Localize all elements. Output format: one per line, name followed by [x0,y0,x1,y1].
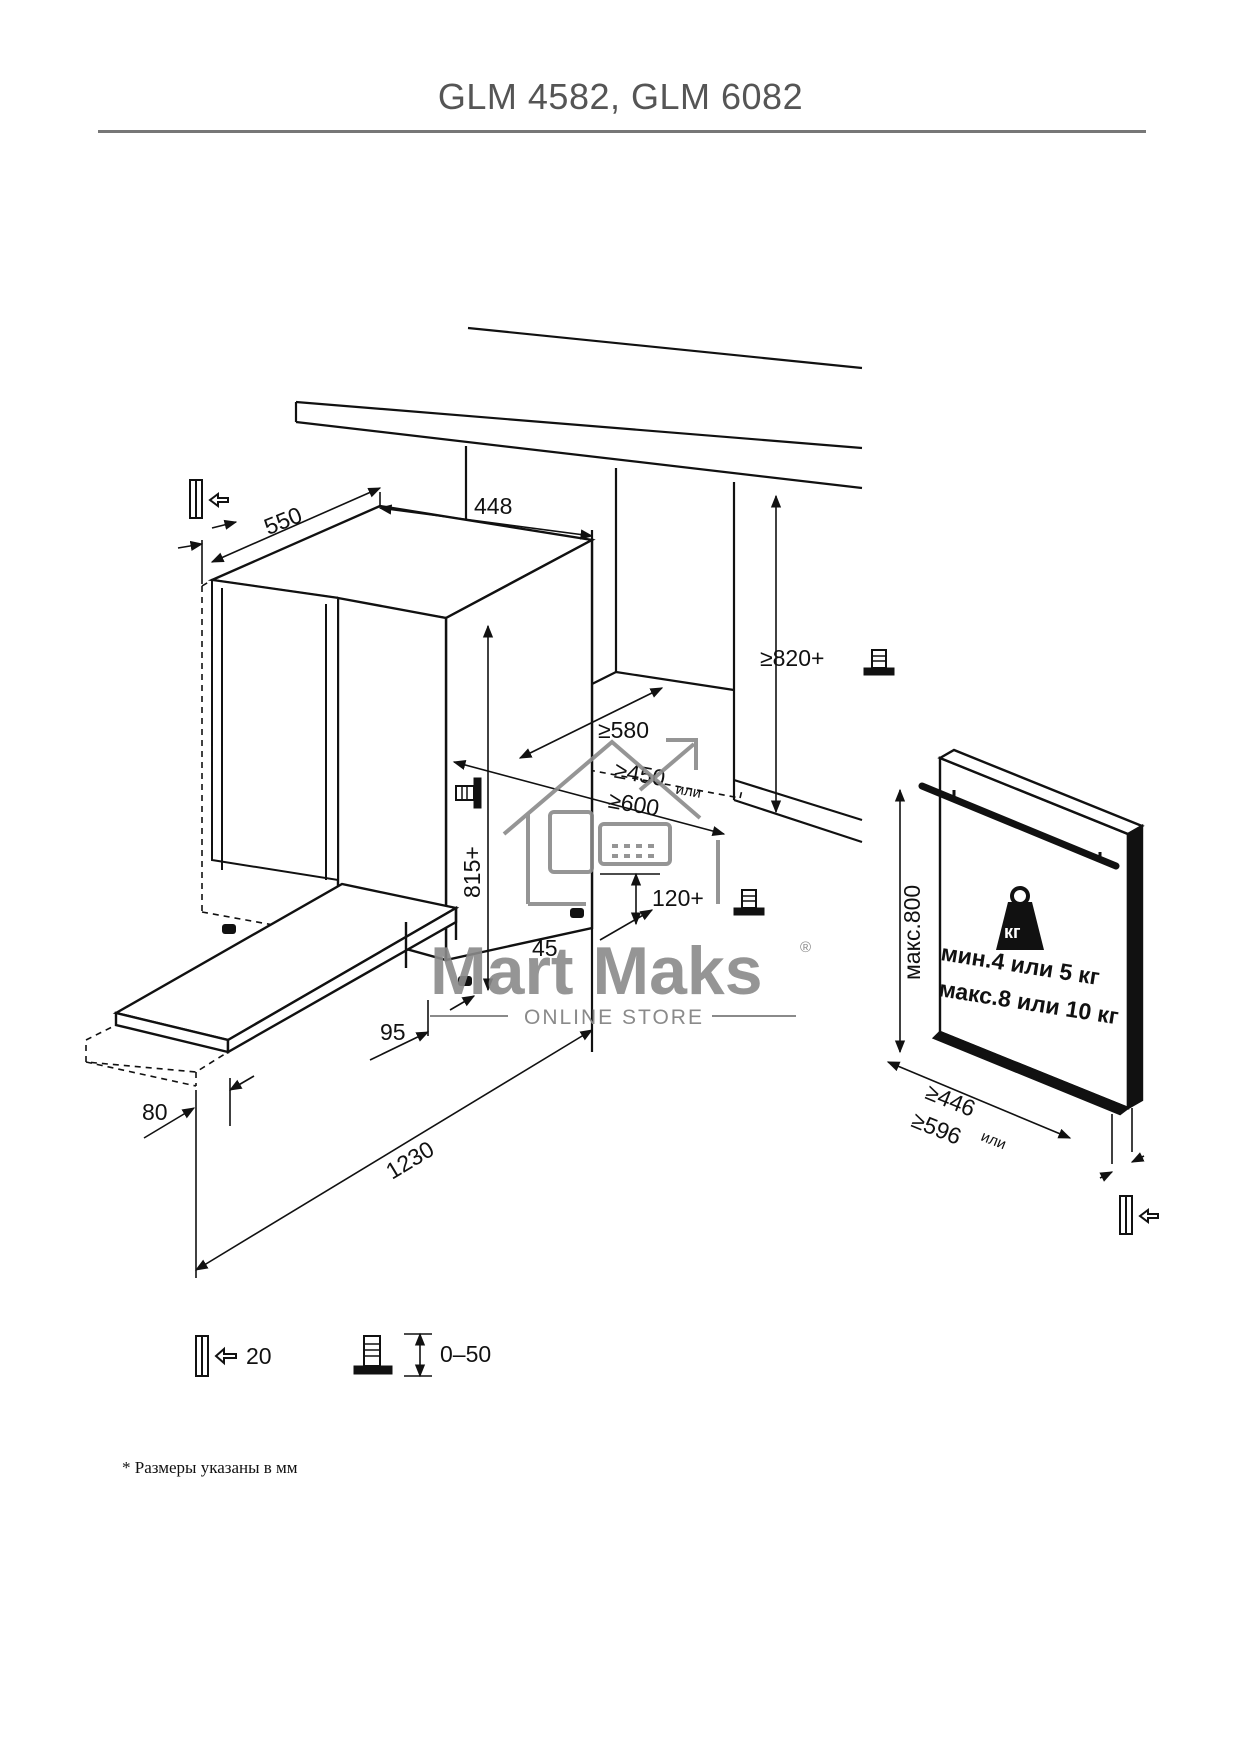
dim-1230: 1230 [381,1136,438,1185]
footnote: * Размеры указаны в мм [122,1458,298,1477]
adjustable-foot-icon [455,777,482,809]
dim-820: ≥820+ [760,645,824,671]
adjustable-foot-icon [733,889,765,916]
page-title: GLM 4582, GLM 6082 [437,76,804,117]
weight-unit-label: кг [1004,922,1021,942]
dim-450-or: или [674,781,702,802]
side-decor-panel-dashed [201,579,291,929]
dim-80: 80 [142,1099,168,1125]
watermark-brand: Mart Maks [430,933,763,1009]
panel-thickness-icon [189,479,229,519]
dim-550: 550 [260,501,305,539]
dim-95: 95 [380,1019,406,1045]
legend-panel-thickness-icon [195,1335,237,1377]
dim-600: ≥600 [606,787,661,821]
dim-120: 120+ [652,885,704,911]
dim-45: 45 [532,935,558,961]
watermark-reg: ® [800,939,811,956]
feet [222,908,584,986]
dim-815: 815+ [459,846,485,898]
dim-448: 448 [474,493,512,519]
house-watermark-icon [502,738,720,906]
dim-596-or: или [979,1128,1009,1153]
side-decor-panel [211,578,339,882]
panel-thickness-icon [1119,1195,1159,1235]
watermark-sub: ONLINE STORE [524,1006,704,1029]
adjustable-foot-icon [863,649,895,676]
legend-panel-thickness: 20 [246,1343,272,1369]
legend-adjustable-foot-icon [353,1335,393,1375]
dim-max800: макс.800 [899,885,925,980]
legend-foot-range: 0–50 [440,1341,491,1367]
dimension-lines [143,487,782,1278]
weight-icon: кг [996,886,1044,950]
cabinet-niche [294,326,863,1052]
dim-580: ≥580 [598,717,649,743]
panel-dimension-lines [886,788,1145,1182]
title-underline [98,130,1146,133]
